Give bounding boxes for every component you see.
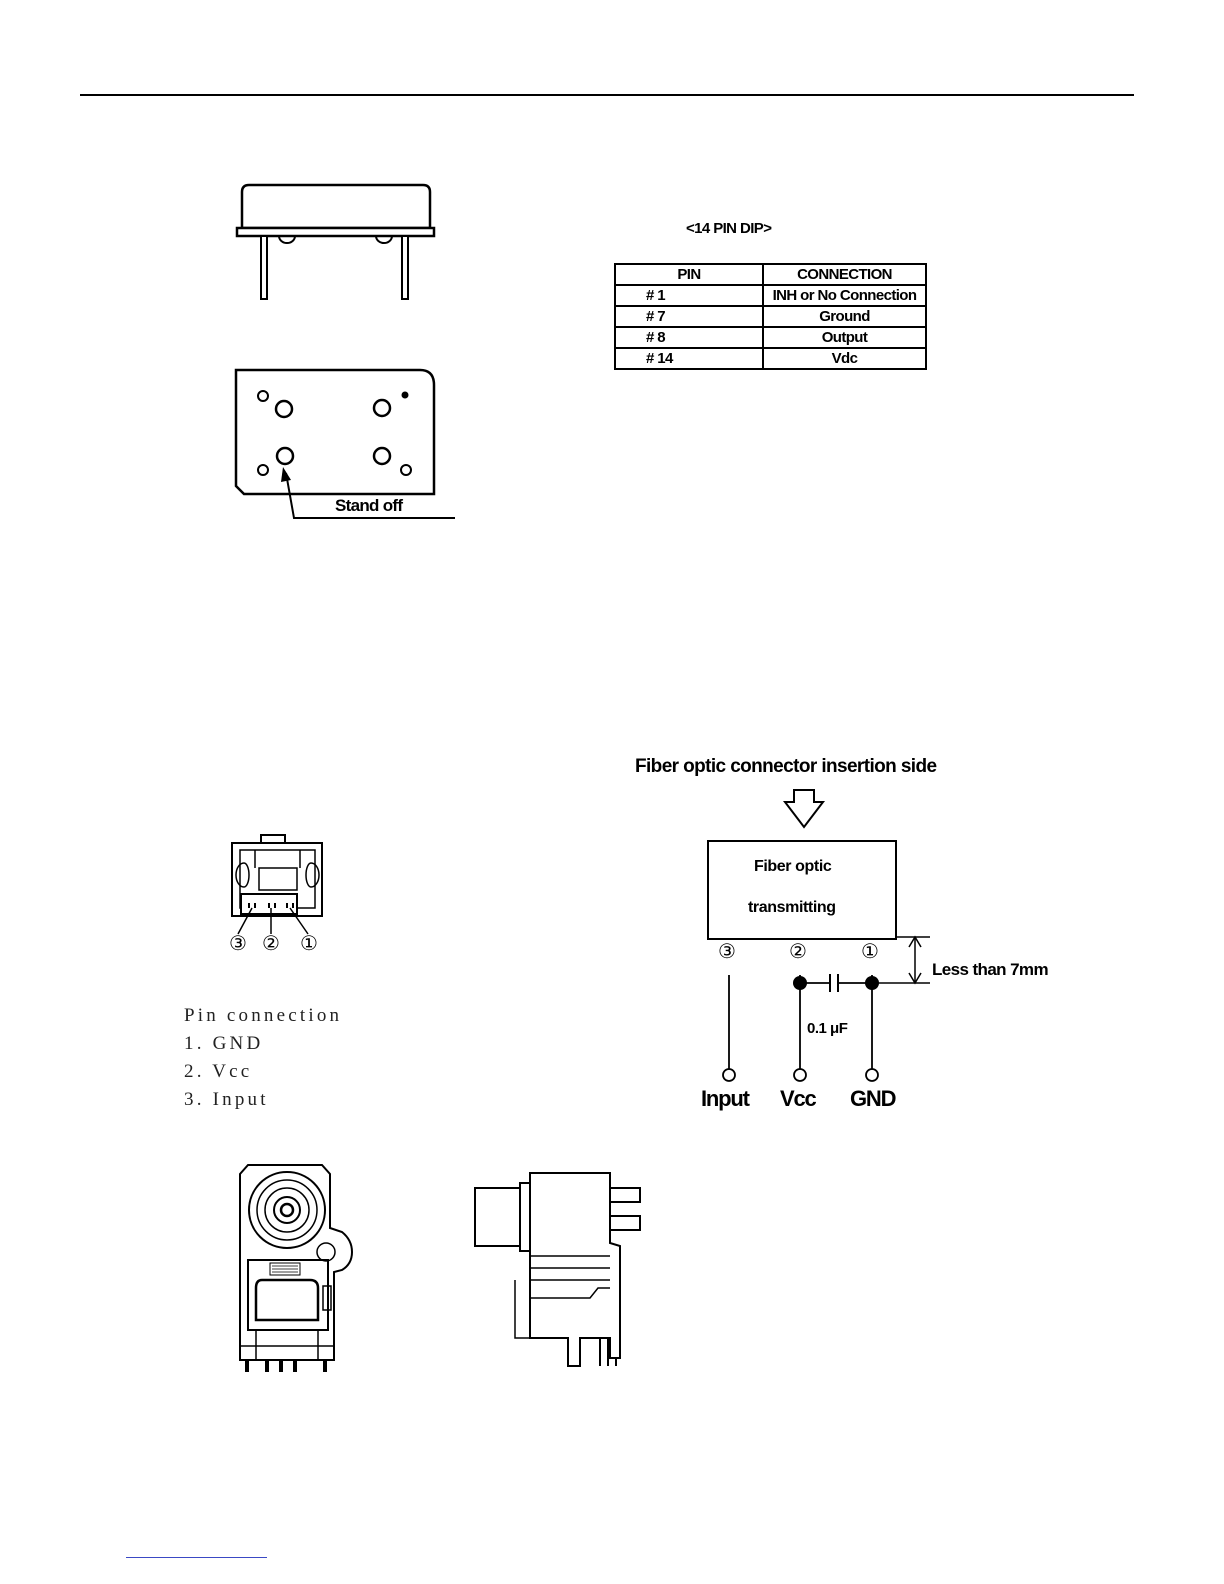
pin-cell: # 1 — [615, 285, 763, 306]
optical-pin-2-number: ② — [262, 931, 280, 956]
pin-connection-item: 1. GND — [184, 1030, 342, 1058]
connection-cell: Ground — [763, 306, 926, 327]
transmitter-box-line1: Fiber optic — [754, 858, 831, 876]
table-row: # 14 Vdc — [615, 348, 926, 369]
pin-connection-item: 3. Input — [184, 1086, 342, 1114]
pin-cell: # 7 — [615, 306, 763, 327]
distance-label: Less than 7mm — [932, 960, 1048, 980]
footer-link-underline — [126, 1557, 267, 1558]
connection-cell: Output — [763, 327, 926, 348]
capacitor-value-label: 0.1 μF — [807, 1020, 847, 1037]
oscillator-side-view — [230, 180, 440, 305]
fiber-optic-circuit-diagram — [690, 785, 970, 1085]
table-row: # 7 Ground — [615, 306, 926, 327]
terminal-vcc-label: Vcc — [780, 1086, 816, 1112]
insertion-side-label: Fiber optic connector insertion side — [635, 756, 936, 778]
optical-pin-1-number: ① — [300, 931, 318, 956]
pin-connection-title: Pin connection — [184, 1002, 342, 1030]
connection-cell: INH or No Connection — [763, 285, 926, 306]
header-rule — [80, 94, 1134, 96]
terminal-input-label: Input — [701, 1086, 749, 1112]
pin-connection-item: 2. Vcc — [184, 1058, 342, 1086]
pin-cell: # 8 — [615, 327, 763, 348]
circuit-pin-3-number: ③ — [718, 942, 736, 962]
table-row: # 8 Output — [615, 327, 926, 348]
table-row: # 1 INH or No Connection — [615, 285, 926, 306]
table-header-row: PIN CONNECTION — [615, 264, 926, 285]
pin-connection-list: Pin connection 1. GND 2. Vcc 3. Input — [184, 1002, 342, 1114]
transmitter-box-line2: transmitting — [748, 899, 836, 917]
optical-jack-front-drawing — [230, 1160, 360, 1375]
pin-cell: # 14 — [615, 348, 763, 369]
circuit-pin-1-number: ① — [861, 942, 879, 962]
optical-jack-side-drawing — [470, 1168, 650, 1373]
pin-header: PIN — [615, 264, 763, 285]
standoff-label: Stand off — [335, 496, 402, 516]
dip-table-title: <14 PIN DIP> — [686, 220, 771, 237]
connection-header: CONNECTION — [763, 264, 926, 285]
connection-cell: Vdc — [763, 348, 926, 369]
pin-connection-table: PIN CONNECTION # 1 INH or No Connection … — [614, 263, 927, 370]
terminal-gnd-label: GND — [850, 1086, 895, 1112]
circuit-pin-2-number: ② — [789, 942, 807, 962]
optical-pin-3-number: ③ — [229, 931, 247, 956]
